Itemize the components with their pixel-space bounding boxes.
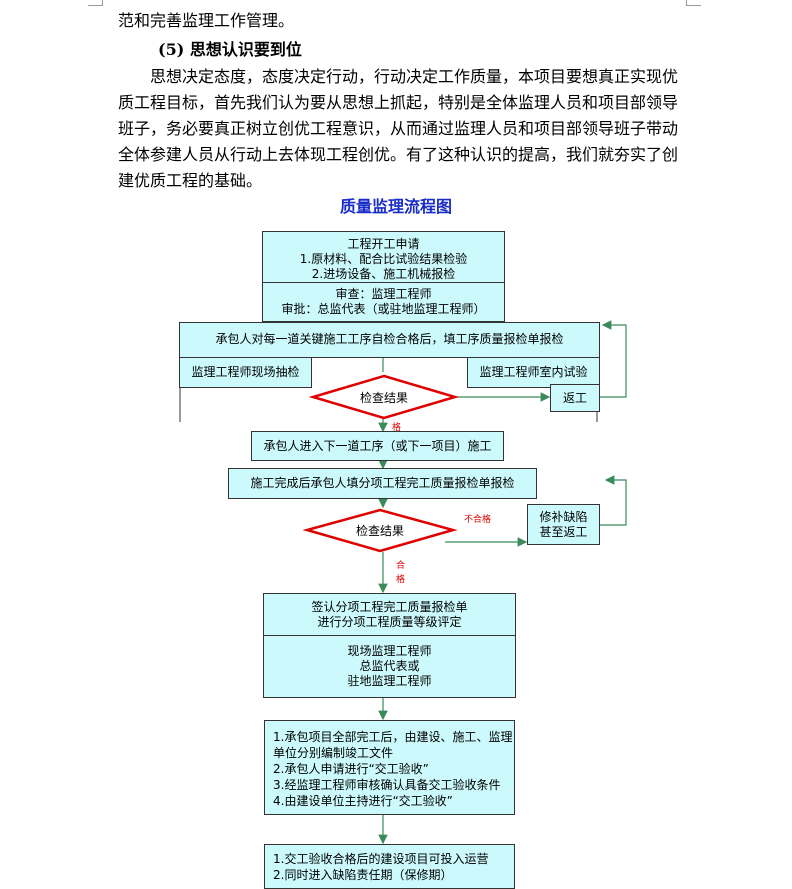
paragraph-line-4: 全体参建人员从行动上去体现工程创优。有了这种认识的提高，我们就夯实了创 <box>118 145 679 164</box>
completion-line-4: 3.经监理工程师审核确认具备交工验收条件 <box>273 778 501 792</box>
next-process-label: 承包人进入下一道工序（或下一项目）施工 <box>263 439 492 453</box>
completion-line-2: 单位分别编制竣工文件 <box>273 746 394 760</box>
signer-3: 驻地监理工程师 <box>347 674 432 688</box>
paragraph-line-1: 思想决定态度，态度决定行动，行动决定工作质量，本项目要想真正实现优 <box>150 67 679 86</box>
start-application-box: 工程开工申请 1.原材料、配合比试验结果检验 2.进场设备、施工机械报检 <box>262 231 505 286</box>
review-box: 审查：监理工程师 审批：总监代表（或驻地监理工程师） <box>262 282 505 322</box>
self-check-label: 承包人对每一道关键施工工序自检合格后，填工序质量报检单报检 <box>215 332 564 346</box>
repair-line-2: 甚至返工 <box>539 525 588 539</box>
paragraph-line-2: 质工程目标，首先我们认为要从思想上抓起，特别是全体监理人员和项目部领导 <box>118 93 679 112</box>
paragraph-line-5: 建优质工程的基础。 <box>118 171 263 190</box>
final-line-2: 2.同时进入缺陷责任期（保修期） <box>273 868 453 882</box>
self-check-box: 承包人对每一道关键施工工序自检合格后，填工序质量报检单报检 <box>179 322 600 358</box>
rework-box: 返工 <box>550 384 600 412</box>
section-heading: (5) 思想认识要到位 <box>158 40 302 59</box>
margin-mark-right <box>686 0 701 6</box>
decision-diamond-2 <box>302 508 458 553</box>
completion-line-3: 2.承包人申请进行“交工验收” <box>273 762 429 776</box>
rework-label: 返工 <box>562 391 587 405</box>
pass-label-2b: 格 <box>396 575 406 585</box>
subitem-report-label: 施工完成后承包人填分项工程完工质量报检单报检 <box>250 476 515 490</box>
pass-label-2a: 合 <box>396 561 406 571</box>
completion-box: 1.承包项目全部完工后，由建设、施工、监理 单位分别编制竣工文件 2.承包人申请… <box>264 720 515 815</box>
review-line-2: 审批：总监代表（或驻地监理工程师） <box>281 302 486 316</box>
start-item-1: 1.原材料、配合比试验结果检验 <box>299 252 468 266</box>
repair-box: 修补缺陷 甚至返工 <box>527 504 600 545</box>
decision-1-label: 检查结果 <box>359 391 408 405</box>
connector-line <box>600 475 627 526</box>
signer-2: 总监代表或 <box>359 659 420 673</box>
sign-line-1: 签认分项工程完工质量报检单 <box>311 600 468 614</box>
repair-line-1: 修补缺陷 <box>539 510 588 524</box>
decision-diamond-1 <box>308 374 460 420</box>
decision-2-label: 检查结果 <box>355 524 404 538</box>
paragraph-line-3: 班子，务必要真正树立创优工程意识，从而通过监理人员和项目部领导班子带动 <box>118 119 679 138</box>
completion-line-1: 1.承包项目全部完工后，由建设、施工、监理 <box>273 730 513 744</box>
lab-test-label: 监理工程师室内试验 <box>479 365 588 379</box>
spot-check-label: 监理工程师现场抽检 <box>191 365 300 379</box>
text-fragment: 范和完善监理工作管理。 <box>118 11 295 30</box>
pass-label-1: 格 <box>392 423 402 433</box>
connector-line <box>600 320 627 398</box>
margin-mark-left <box>88 0 103 6</box>
completion-line-5: 4.由建设单位主持进行“交工验收” <box>273 794 453 808</box>
fail-label-2: 不合格 <box>464 515 492 525</box>
final-box: 1.交工验收合格后的建设项目可投入运营 2.同时进入缺陷责任期（保修期） <box>264 844 515 889</box>
final-line-1: 1.交工验收合格后的建设项目可投入运营 <box>273 852 489 866</box>
spot-check-box: 监理工程师现场抽检 <box>179 357 312 388</box>
flowchart-title: 质量监理流程图 <box>339 197 452 216</box>
subitem-report-box: 施工完成后承包人填分项工程完工质量报检单报检 <box>228 468 537 499</box>
next-process-box: 承包人进入下一道工序（或下一项目）施工 <box>251 431 504 461</box>
signer-1: 现场监理工程师 <box>347 644 432 658</box>
sign-box: 签认分项工程完工质量报检单 进行分项工程质量等级评定 <box>263 593 516 636</box>
review-line-1: 审查：监理工程师 <box>335 287 432 301</box>
lab-test-box: 监理工程师室内试验 <box>467 357 600 388</box>
start-item-2: 2.进场设备、施工机械报检 <box>311 267 456 281</box>
sign-line-2: 进行分项工程质量等级评定 <box>317 615 462 629</box>
signers-box: 现场监理工程师 总监代表或 驻地监理工程师 <box>263 635 516 698</box>
start-title: 工程开工申请 <box>347 237 420 251</box>
